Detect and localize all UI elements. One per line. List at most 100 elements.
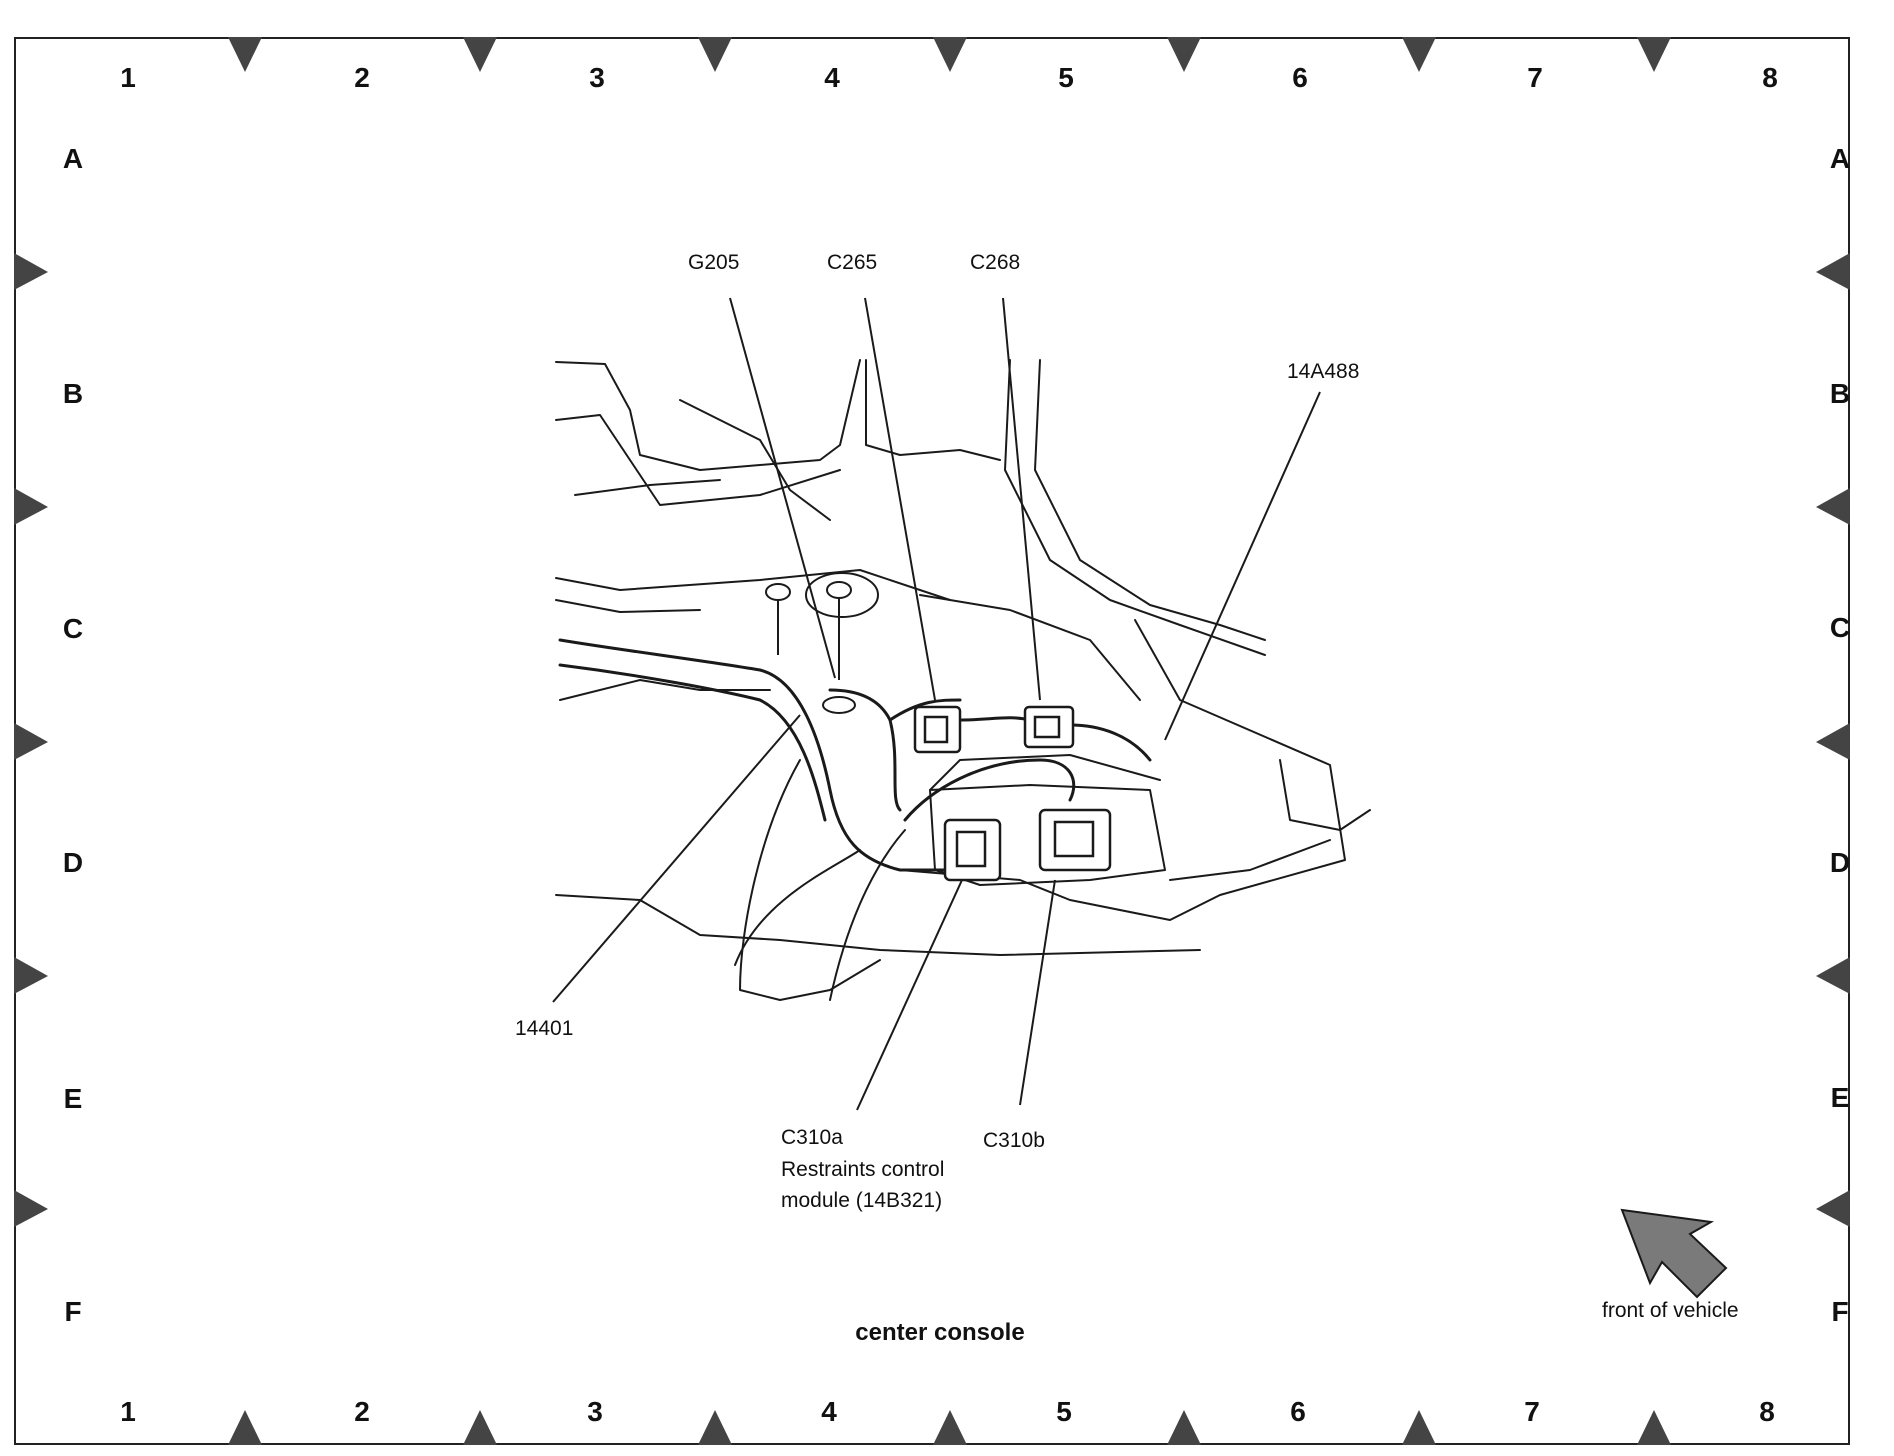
wiring-harness (558, 638, 1152, 872)
grid-row-label: C (62, 613, 84, 644)
grid-row-label: E (1830, 1082, 1850, 1113)
harness-ground (828, 688, 902, 812)
pillar-inner (1004, 359, 1266, 656)
callout-c265: C265 (827, 251, 878, 274)
grid-marker-right (1816, 488, 1850, 525)
grid-col-label: 5 (1056, 1396, 1072, 1427)
grid-marker-top (933, 37, 967, 72)
grid-marker-left (14, 488, 48, 525)
grid-markers (14, 37, 1850, 1445)
connectors (913, 705, 1112, 882)
seat-rail-top (555, 569, 951, 601)
floor-panel-outline (555, 359, 861, 471)
grid-col-label: 1 (120, 62, 136, 93)
grid-row-label: B (62, 378, 84, 409)
floor-stud (805, 572, 879, 618)
callout-rcm-line2: module (14B321) (781, 1189, 943, 1212)
grid-col-label: 4 (821, 1396, 837, 1427)
grid-marker-bottom (463, 1410, 497, 1445)
pillar-right (1034, 359, 1266, 641)
console-trim-right (899, 619, 1346, 921)
grid-row-label: D (62, 847, 84, 878)
floor-lower (734, 849, 861, 966)
callout-c310a: C310a (781, 1126, 843, 1149)
grid-marker-right (1816, 957, 1850, 994)
leader-g205 (729, 297, 836, 679)
floor-pan-line (919, 594, 1141, 701)
grid-marker-bottom (1167, 1410, 1201, 1445)
callout-rcm-line1: Restraints control (781, 1158, 945, 1181)
grid-row-label: F (1831, 1296, 1849, 1327)
leader-c310a (856, 879, 963, 1111)
leader-14a488 (1164, 391, 1321, 741)
arrow-icon (1620, 1208, 1728, 1299)
grid-col-label: 8 (1762, 62, 1778, 93)
grid-marker-top (1402, 37, 1436, 72)
connector-c268-lock (1033, 715, 1061, 739)
grid-marker-top (1167, 37, 1201, 72)
leader-14401 (552, 714, 801, 1003)
grid-row-label: B (1829, 378, 1851, 409)
grid-row-label: E (63, 1083, 83, 1114)
tunnel-curve (739, 759, 881, 1001)
callout-14a488: 14A488 (1287, 360, 1360, 383)
grid-marker-top (698, 37, 732, 72)
callout-14401: 14401 (515, 1017, 574, 1040)
grid-col-label: 7 (1527, 62, 1543, 93)
grid-row-label: A (1829, 143, 1851, 174)
grid-row-label: F (64, 1296, 82, 1327)
callout-c310b: C310b (983, 1129, 1045, 1152)
grid-col-label: 2 (354, 62, 370, 93)
ground-stud (822, 696, 856, 714)
grid-col-label: 6 (1290, 1396, 1306, 1427)
rcm-body (929, 784, 1166, 886)
grid-col-label: 1 (120, 1396, 136, 1427)
bolt-head (826, 581, 852, 599)
leader-c310b (1019, 879, 1056, 1106)
leader-c265 (864, 297, 936, 701)
callout-c268: C268 (970, 251, 1021, 274)
grid-marker-top (1637, 37, 1671, 72)
floor-step (679, 399, 831, 521)
connector-c265-lock (923, 715, 949, 744)
bracket-right (1279, 759, 1371, 831)
console-trim-left (829, 829, 906, 1001)
grid-col-label: 6 (1292, 62, 1308, 93)
grid-marker-bottom (698, 1410, 732, 1445)
grid-marker-right (1816, 723, 1850, 760)
connector-c310b-lock (1053, 820, 1095, 858)
connector-c310a-lock (955, 830, 987, 868)
grid-col-label: 5 (1058, 62, 1074, 93)
grid-col-label: 3 (587, 1396, 603, 1427)
bolts (765, 572, 879, 714)
grid-marker-top (228, 37, 262, 72)
bolt-head (765, 583, 791, 601)
grid-marker-right (1816, 1190, 1850, 1227)
diagram-caption: center console (855, 1319, 1025, 1346)
grid-row-label: A (62, 143, 84, 174)
rear-panel-edge (555, 414, 841, 506)
grid-marker-left (14, 723, 48, 760)
grid-marker-bottom (933, 1410, 967, 1445)
front-of-vehicle-arrow (1620, 1208, 1728, 1299)
grid-col-label: 7 (1524, 1396, 1540, 1427)
crossmember (559, 679, 771, 701)
leader-c268 (1002, 297, 1041, 701)
harness-to-c265 (888, 698, 962, 722)
harness-loop (903, 758, 1076, 822)
grid-marker-bottom (1637, 1410, 1671, 1445)
floor-structure (555, 359, 1371, 1001)
leader-lines (552, 297, 1321, 1111)
grid-marker-left (14, 1190, 48, 1227)
seat-rail-bottom (555, 599, 701, 613)
callout-g205: G205 (688, 251, 740, 274)
tunnel-side (555, 894, 1201, 956)
grid-marker-bottom (228, 1410, 262, 1445)
rcm-top (929, 754, 1161, 791)
floor-step-2 (574, 479, 721, 496)
grid-marker-left (14, 253, 48, 290)
grid-col-label: 3 (589, 62, 605, 93)
grid-marker-top (463, 37, 497, 72)
grid-col-label: 2 (354, 1396, 370, 1427)
